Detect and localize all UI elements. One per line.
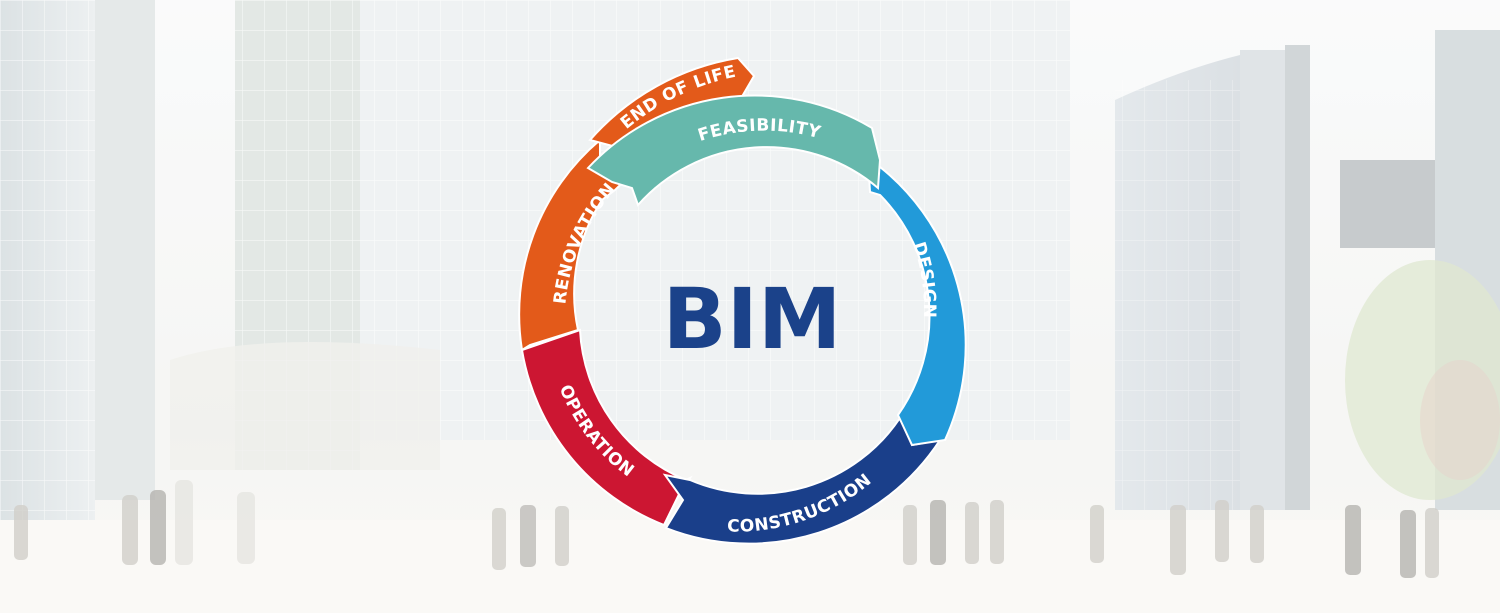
stage-renovation-arrow[interactable]: [518, 137, 643, 352]
bim-center-title: BIM: [663, 270, 842, 368]
tower-left-2: [95, 0, 155, 500]
stage-design-arrow[interactable]: [866, 155, 967, 447]
stage-feasibility-arrow[interactable]: [586, 94, 882, 207]
pedestrians: [14, 480, 1439, 578]
